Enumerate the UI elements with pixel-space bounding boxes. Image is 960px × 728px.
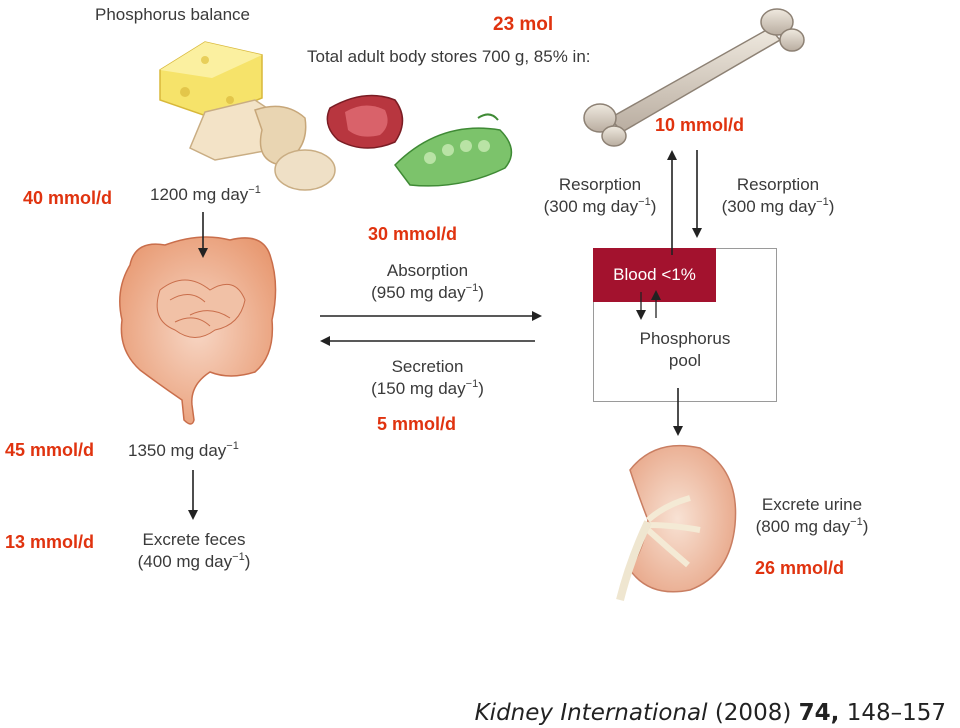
intestine-icon: [119, 236, 277, 425]
bread-icon: [189, 99, 336, 191]
flow-arrows: [188, 150, 702, 520]
gut-total-mg: 1350 mg day−1: [128, 440, 239, 460]
feces-mmol: 13 mmol/d: [5, 532, 95, 552]
food-illustration: [159, 41, 513, 191]
gut-total-mmol: 45 mmol/d: [5, 440, 95, 460]
bone-mmol: 10 mmol/d: [655, 115, 745, 135]
cheese-icon: [159, 41, 263, 119]
urine-label: Excrete urine (800 mg day−1): [755, 495, 869, 536]
bone-icon: [583, 8, 805, 147]
feces-label: Excrete feces (400 mg day−1): [137, 530, 251, 571]
intake-mg: 1200 mg day−1: [150, 184, 261, 204]
diagram-title: Phosphorus balance: [95, 5, 251, 24]
intake-mmol: 40 mmol/d: [23, 188, 113, 208]
total-mol-label: 23 mol: [493, 14, 554, 35]
citation: Kidney International (2008) 74, 148–157: [474, 700, 946, 726]
urine-mmol: 26 mmol/d: [755, 558, 845, 578]
resorption-left: Resorption (300 mg day−1): [543, 175, 657, 216]
body-stores-label: Total adult body stores 700 g, 85% in:: [307, 47, 591, 66]
kidney-icon: [616, 444, 737, 601]
blood-label: Blood <1%: [613, 265, 696, 284]
secretion-label: Secretion (150 mg day−1): [371, 357, 484, 398]
absorption-mmol: 30 mmol/d: [368, 224, 458, 244]
resorption-right: Resorption (300 mg day−1): [721, 175, 835, 216]
phosphorus-pool-label: Phosphorus pool: [639, 329, 731, 370]
steak-icon: [326, 94, 404, 149]
pea-pod-icon: [394, 113, 513, 187]
secretion-mmol: 5 mmol/d: [377, 414, 457, 434]
absorption-label: Absorption (950 mg day−1): [371, 261, 484, 302]
